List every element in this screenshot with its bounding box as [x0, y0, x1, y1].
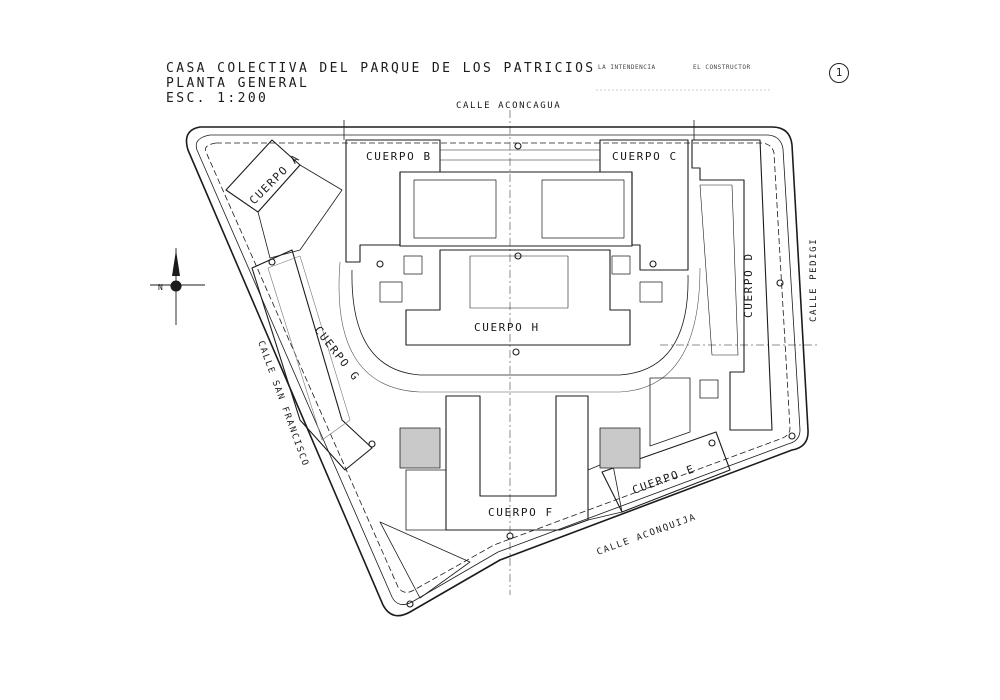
- block-d-outline: [691, 139, 773, 431]
- block-e-outline: [601, 431, 731, 513]
- site-boundary: [185, 126, 809, 617]
- signature-label-intendencia: LA INTENDENCIA: [598, 64, 656, 71]
- planter-west: [399, 427, 441, 469]
- tree-marker: [368, 440, 376, 448]
- garden-path: [351, 269, 689, 376]
- north-arrow: [150, 248, 205, 325]
- sidewalk-pattern: [205, 142, 791, 593]
- block-d-inner: [699, 184, 739, 356]
- sheet-number-badge: 1: [829, 63, 849, 83]
- block-label-h: CUERPO H: [474, 321, 540, 334]
- block-a-wing: [257, 164, 343, 259]
- sidewalk-inner-curb: [195, 134, 801, 605]
- block-label-e: CUERPO E: [631, 462, 697, 497]
- central-courtyard-block: [399, 171, 633, 247]
- north-arrow-label: N: [158, 283, 163, 292]
- plan-title: CASA COLECTIVA DEL PARQUE DE LOS PATRICI…: [166, 61, 596, 76]
- street-label-pedigi: CALLE PEDIGI: [809, 238, 819, 322]
- block-label-a: CUERPO A: [247, 151, 303, 207]
- block-f-outline: [445, 395, 589, 531]
- planter-e2: [639, 281, 663, 303]
- tree-marker: [376, 260, 384, 268]
- block-label-b: CUERPO B: [366, 150, 432, 163]
- tree-marker: [649, 260, 657, 268]
- planter-nw: [403, 255, 423, 275]
- block-e-wing: [649, 377, 691, 447]
- tree-marker: [708, 439, 716, 447]
- tree-marker: [406, 600, 414, 608]
- tree-marker: [268, 258, 276, 266]
- garden-path-outer: [338, 261, 701, 393]
- block-g-inner: [267, 255, 351, 441]
- planter-east: [599, 427, 641, 469]
- block-g-outline: [251, 249, 373, 471]
- tree-marker: [512, 348, 520, 356]
- block-label-c: CUERPO C: [612, 150, 678, 163]
- street-label-san-francisco: CALLE SAN FRANCISCO: [255, 340, 310, 469]
- planter-ne: [611, 255, 631, 275]
- block-f-wing-right: [587, 459, 623, 521]
- courtyard-left: [413, 179, 497, 239]
- plan-scale: ESC. 1:200: [166, 91, 269, 106]
- block-h-outline: [405, 249, 631, 346]
- block-label-d: CUERPO D: [742, 252, 755, 318]
- courtyard-right: [541, 179, 625, 239]
- plan-subtitle: PLANTA GENERAL: [166, 76, 310, 91]
- tree-marker: [514, 142, 522, 150]
- tree-marker: [506, 532, 514, 540]
- signature-label-constructor: EL CONSTRUCTOR: [693, 64, 751, 71]
- planter-w2: [379, 281, 403, 303]
- block-h-core: [469, 255, 569, 309]
- tree-marker: [514, 252, 522, 260]
- sw-garden-plot: [379, 521, 471, 599]
- planter-small: [699, 379, 719, 399]
- street-label-aconcagua: CALLE ACONCAGUA: [456, 101, 561, 111]
- block-label-f: CUERPO F: [488, 506, 554, 519]
- block-label-g: CUERPO G: [312, 324, 363, 384]
- block-a-outline: [225, 139, 301, 213]
- tree-marker: [788, 432, 796, 440]
- tree-marker: [776, 279, 784, 287]
- block-f-wing-left: [405, 469, 447, 531]
- street-label-aconquija: CALLE ACONQUIJA: [596, 512, 698, 557]
